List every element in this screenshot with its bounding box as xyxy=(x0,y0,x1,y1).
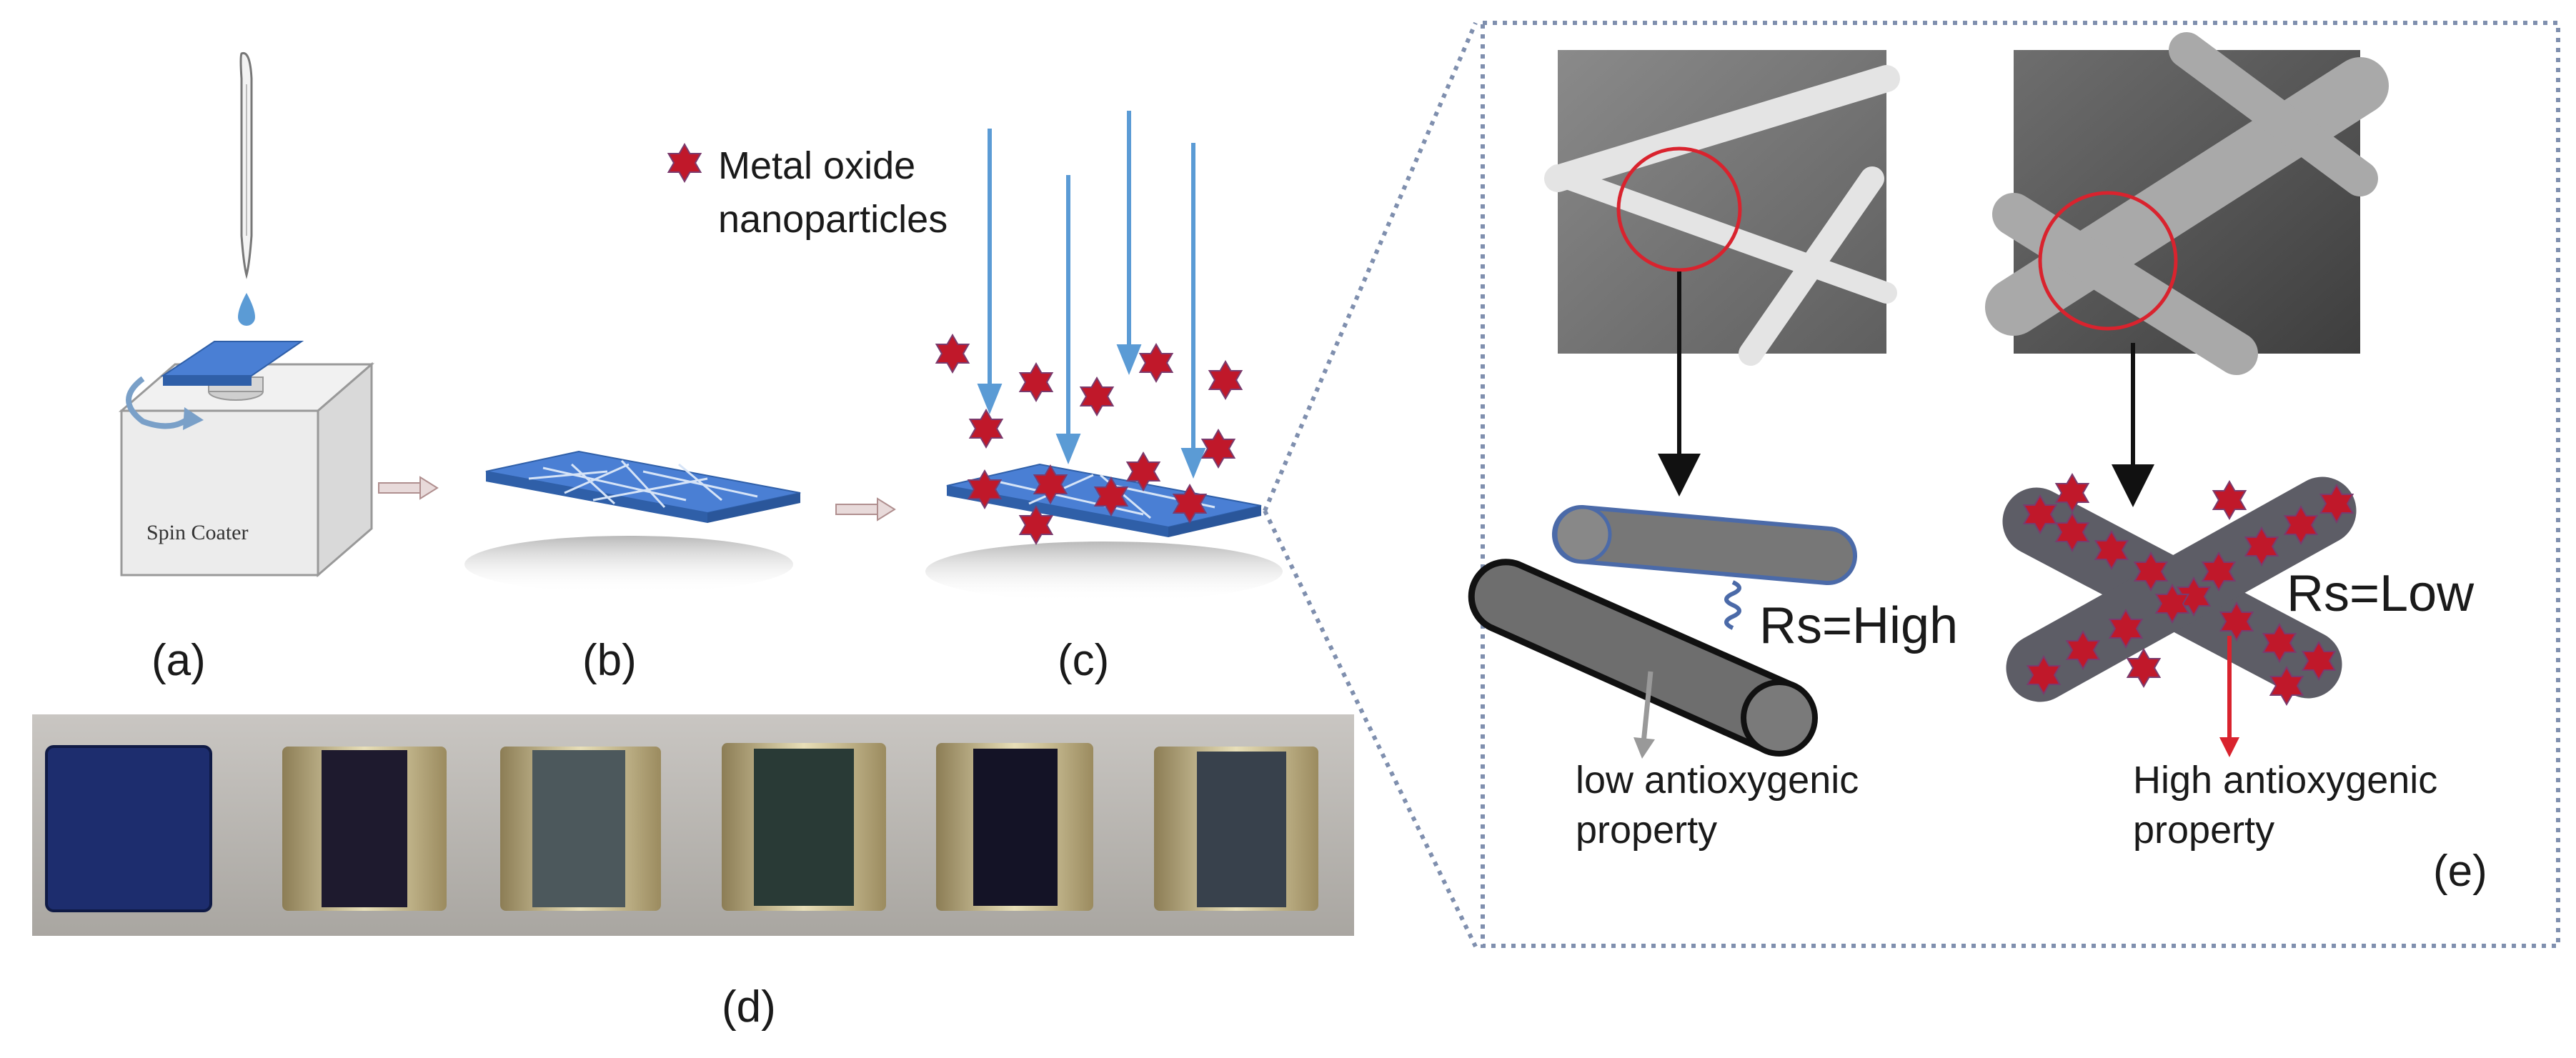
left-property-line1: low antioxygenic xyxy=(1576,759,1859,802)
pipette-icon xyxy=(239,51,253,279)
panel-c-label: (c) xyxy=(1058,636,1109,685)
process-arrow-icon xyxy=(835,497,896,521)
sample-tray xyxy=(32,714,1354,936)
panel-b-label: (b) xyxy=(582,636,637,685)
legend-text-line2: nanoparticles xyxy=(718,198,948,241)
panel-b: (b) xyxy=(464,450,801,685)
right-property-line1: High antioxygenic xyxy=(2133,759,2437,802)
droplet-icon xyxy=(238,293,255,326)
panel-a: Spin Coater (a) xyxy=(118,51,375,685)
sample-chips xyxy=(45,743,1318,912)
zoom-connector xyxy=(1263,21,1478,948)
panel-c: Metal oxide nanoparticles xyxy=(667,111,1283,685)
spin-coater-icon: Spin Coater xyxy=(118,341,375,578)
panel-e: Rs=High low antioxygenic property Rs=Low xyxy=(1468,32,2487,896)
sem-image-right xyxy=(1985,32,2389,375)
left-property-line2: property xyxy=(1576,809,1717,852)
nanowire-substrate-icon xyxy=(485,450,801,523)
rs-low-label: Rs=Low xyxy=(2287,565,2475,622)
spin-coater-label: Spin Coater xyxy=(146,521,249,544)
nanoparticle-legend-icon xyxy=(667,144,702,182)
panel-d: (d) xyxy=(32,714,1354,1032)
nanowire-junction-high-icon xyxy=(1468,504,1857,759)
nanowire-junction-low-icon xyxy=(2002,474,2357,757)
right-property-line2: property xyxy=(2133,809,2274,852)
legend-text-line1: Metal oxide xyxy=(718,144,915,187)
rs-high-label: Rs=High xyxy=(1759,597,1958,654)
panel-e-label: (e) xyxy=(2433,847,2487,896)
panel-d-label: (d) xyxy=(722,982,776,1032)
panel-a-label: (a) xyxy=(151,636,206,685)
panel-e-frame xyxy=(1481,21,2560,948)
deposition-arrows xyxy=(977,111,1206,479)
sem-image-left xyxy=(1544,50,1900,366)
process-arrow-icon xyxy=(378,476,439,500)
